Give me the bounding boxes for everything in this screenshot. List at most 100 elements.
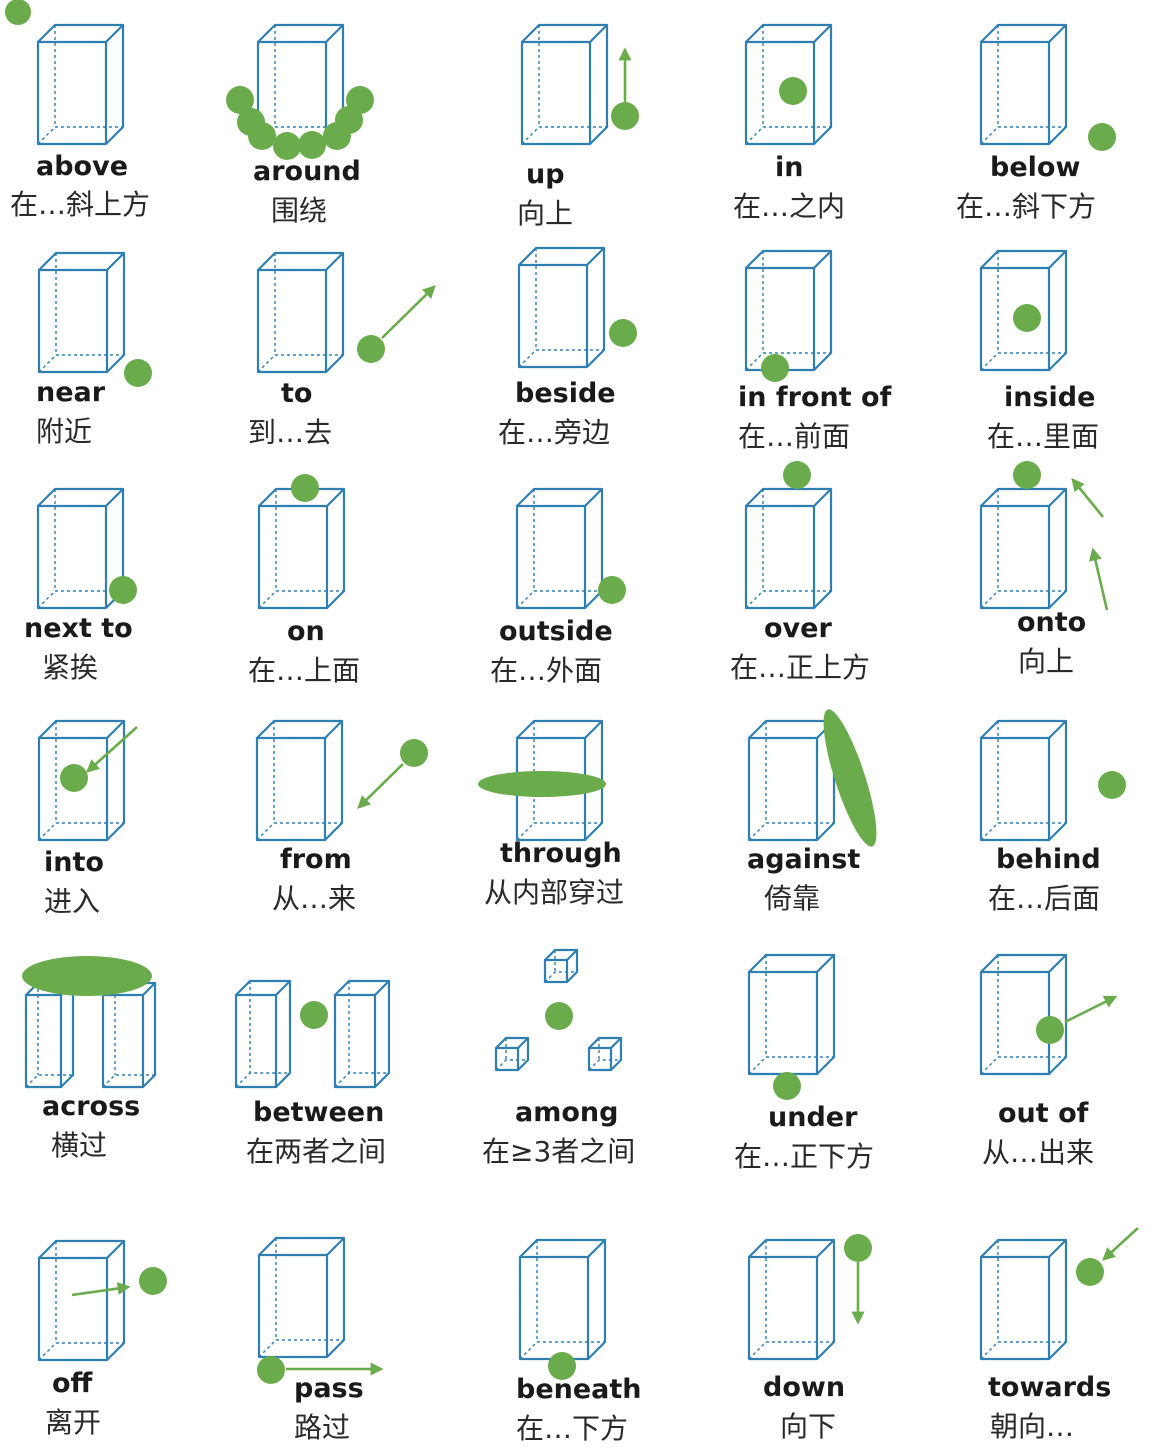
box-over: [744, 487, 833, 610]
label-in-front-of-en: in front of: [738, 382, 892, 413]
ball-over: [783, 461, 811, 489]
box-from: [255, 719, 344, 842]
box-above: [36, 23, 125, 146]
label-through-zh: 从内部穿过: [484, 876, 625, 909]
box-towards: [979, 1238, 1068, 1361]
label-in-zh: 在…之内: [733, 190, 846, 223]
box-into: [37, 719, 126, 842]
box-in-front-of: [744, 249, 833, 372]
label-next-to-zh: 紧挨: [42, 651, 99, 684]
box-near: [37, 251, 126, 374]
box-beside: [517, 246, 606, 369]
box-among-left: [494, 1036, 530, 1072]
box-in: [744, 23, 833, 146]
arrow-off: [71, 1282, 131, 1297]
ball-beneath: [548, 1352, 576, 1380]
ball-onto: [1013, 461, 1041, 489]
box-pass: [257, 1236, 346, 1359]
label-on-zh: 在…上面: [248, 654, 361, 687]
label-from-zh: 从…来: [272, 882, 357, 915]
label-up-en: up: [526, 159, 565, 190]
box-under: [747, 953, 836, 1076]
label-among-zh: 在≥3者之间: [482, 1135, 636, 1168]
label-near-en: near: [36, 377, 106, 408]
label-off-zh: 离开: [45, 1406, 102, 1439]
label-up-zh: 向上: [517, 197, 574, 230]
ellipse-against: [823, 709, 877, 847]
label-down-en: down: [763, 1372, 846, 1403]
ball-off: [139, 1267, 167, 1295]
label-out-of-zh: 从…出来: [982, 1136, 1095, 1169]
label-against-en: against: [747, 844, 861, 875]
label-to-zh: 到…去: [248, 416, 333, 449]
label-into-en: into: [44, 847, 104, 878]
label-against-zh: 倚靠: [764, 882, 821, 915]
ball-up: [611, 102, 639, 130]
label-below-zh: 在…斜下方: [956, 190, 1097, 223]
ball-around: [346, 86, 374, 114]
box-against: [747, 719, 836, 842]
label-near-zh: 附近: [36, 415, 93, 448]
label-onto-en: onto: [1017, 607, 1087, 638]
box-off: [37, 1239, 126, 1362]
label-pass-en: pass: [294, 1373, 364, 1404]
label-through-en: through: [500, 838, 622, 869]
label-pass-zh: 路过: [294, 1411, 351, 1444]
label-towards-zh: 朝向…: [990, 1410, 1075, 1443]
label-towards-en: towards: [988, 1372, 1112, 1403]
arrow-onto-1: [1089, 547, 1109, 611]
label-beneath-en: beneath: [516, 1374, 642, 1405]
label-in-front-of-zh: 在…前面: [738, 420, 851, 453]
label-around-en: around: [253, 156, 361, 187]
label-among-en: among: [515, 1097, 619, 1128]
ball-near: [124, 359, 152, 387]
ball-beside: [609, 319, 637, 347]
arrow-towards: [1102, 1227, 1139, 1261]
label-across-en: across: [42, 1091, 141, 1122]
ball-out-of: [1036, 1016, 1064, 1044]
ball-pass: [257, 1356, 285, 1384]
label-over-zh: 在…正上方: [730, 651, 871, 684]
box-onto: [979, 487, 1068, 610]
label-into-zh: 进入: [44, 885, 101, 918]
label-off-en: off: [52, 1368, 93, 1399]
ball-around: [298, 131, 326, 159]
label-across-zh: 横过: [51, 1129, 108, 1162]
ball-towards: [1076, 1258, 1104, 1286]
label-next-to-en: next to: [24, 613, 133, 644]
label-onto-zh: 向上: [1018, 645, 1075, 678]
box-to: [256, 251, 345, 374]
box-outside: [515, 487, 604, 610]
ball-behind: [1098, 771, 1126, 799]
arrow-into: [86, 726, 138, 773]
box-behind: [979, 719, 1068, 842]
label-beside-zh: 在…旁边: [498, 416, 611, 449]
label-between-zh: 在两者之间: [246, 1135, 387, 1168]
ball-into: [60, 764, 88, 792]
label-inside-zh: 在…里面: [987, 420, 1100, 453]
ball-from: [400, 739, 428, 767]
box-between-right: [333, 979, 391, 1089]
ellipse-through: [478, 771, 606, 797]
ball-inside: [1013, 304, 1041, 332]
box-among-right: [587, 1036, 623, 1072]
label-above-en: above: [36, 151, 129, 182]
label-around-zh: 围绕: [271, 194, 328, 227]
box-below: [979, 23, 1068, 146]
ball-next-to: [109, 576, 137, 604]
ball-around: [273, 132, 301, 160]
label-from-en: from: [280, 844, 352, 875]
label-beside-en: beside: [515, 378, 616, 409]
ball-in: [779, 77, 807, 105]
label-between-en: between: [253, 1097, 385, 1128]
ball-outside: [598, 576, 626, 604]
label-over-en: over: [764, 613, 832, 644]
ball-below: [1088, 123, 1116, 151]
label-under-zh: 在…正下方: [734, 1140, 875, 1173]
label-behind-en: behind: [996, 844, 1101, 875]
box-across-left: [24, 981, 75, 1089]
box-inside: [979, 249, 1068, 372]
ball-in-front-of: [761, 354, 789, 382]
